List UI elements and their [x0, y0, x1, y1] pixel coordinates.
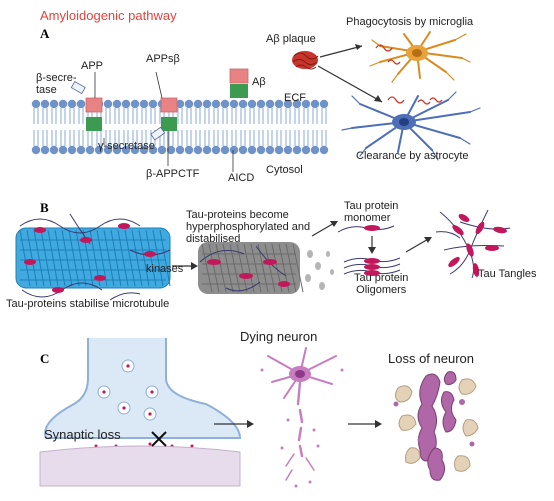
beta-secretase-label: β-secre- tase: [36, 72, 77, 97]
app-label: APP: [81, 60, 104, 72]
astrocyte-plaque-bits: [387, 96, 443, 105]
astrocyte-cell: [341, 91, 481, 161]
abeta-label: Aβ: [252, 76, 266, 88]
appctf-red-block: [160, 97, 178, 113]
synaptic-loss-label: Synaptic loss: [44, 427, 121, 442]
arrow-to-microglia: [319, 45, 363, 58]
microglia-cell: [369, 31, 471, 83]
panel-a-title: Amyloidogenic pathway: [40, 8, 177, 23]
stabilise-label: Tau-proteins stabilise microtubule: [6, 298, 170, 310]
phagocytosis-label: Phagocytosis by microglia: [346, 16, 474, 28]
panel-a-letter: A: [40, 26, 50, 41]
app-green-block: [86, 117, 102, 131]
loss-of-neuron-label: Loss of neuron: [388, 351, 475, 366]
cytosol-label: Cytosol: [266, 164, 303, 176]
synapse-blocked-x-icon: [151, 431, 167, 447]
dying-neuron-label: Dying neuron: [240, 329, 318, 344]
arrow-to-astrocyte: [317, 65, 383, 103]
aicd-label: AICD: [228, 172, 255, 184]
tubulin-debris: [305, 250, 334, 290]
tangles-label: Tau Tangles: [478, 268, 537, 280]
presynaptic-terminal: [44, 338, 242, 439]
gamma-secretase-label: γ-secretase: [98, 140, 155, 152]
abeta-plaque-label: Aβ plaque: [266, 33, 316, 45]
neuron-debris-dots: [260, 368, 344, 488]
beta-appctf-label: β-APPCTF: [146, 168, 200, 180]
beta-secretase-marker: [70, 80, 86, 95]
clearance-label: Clearance by astrocyte: [356, 150, 469, 162]
gamma-secretase-marker: [150, 126, 166, 141]
neuron-fragments: [393, 371, 479, 481]
tau-beads-grey: [207, 259, 290, 287]
microglia-plaque-bits: [375, 44, 401, 65]
abeta-red-block: [229, 68, 249, 84]
kinases-label: kinases: [146, 263, 184, 275]
abeta-plaque-icon: [292, 51, 319, 70]
tau-beads-blue: [24, 223, 156, 293]
ecf-label: ECF: [284, 92, 306, 104]
tangle-beads: [448, 214, 507, 277]
panel-b-letter: B: [40, 200, 49, 215]
lipid-bilayer: [31, 99, 329, 155]
stable-microtubule: [15, 227, 171, 289]
appctf-green-block: [161, 117, 177, 131]
monomer-label: Tau protein monomer: [344, 200, 399, 225]
app-red-block: [85, 97, 103, 113]
tau-monomer: [337, 225, 395, 233]
dying-neuron: [267, 347, 337, 481]
postsynaptic-membrane: [39, 445, 241, 487]
hyperphos-label: Tau-proteins become hyperphosphorylated …: [186, 209, 311, 246]
abeta-green-block: [230, 84, 248, 98]
panel-c-letter: C: [40, 351, 50, 366]
oligomers-label: Tau protein Oligomers: [354, 272, 409, 297]
apps-beta-label: APPsβ: [146, 53, 180, 65]
